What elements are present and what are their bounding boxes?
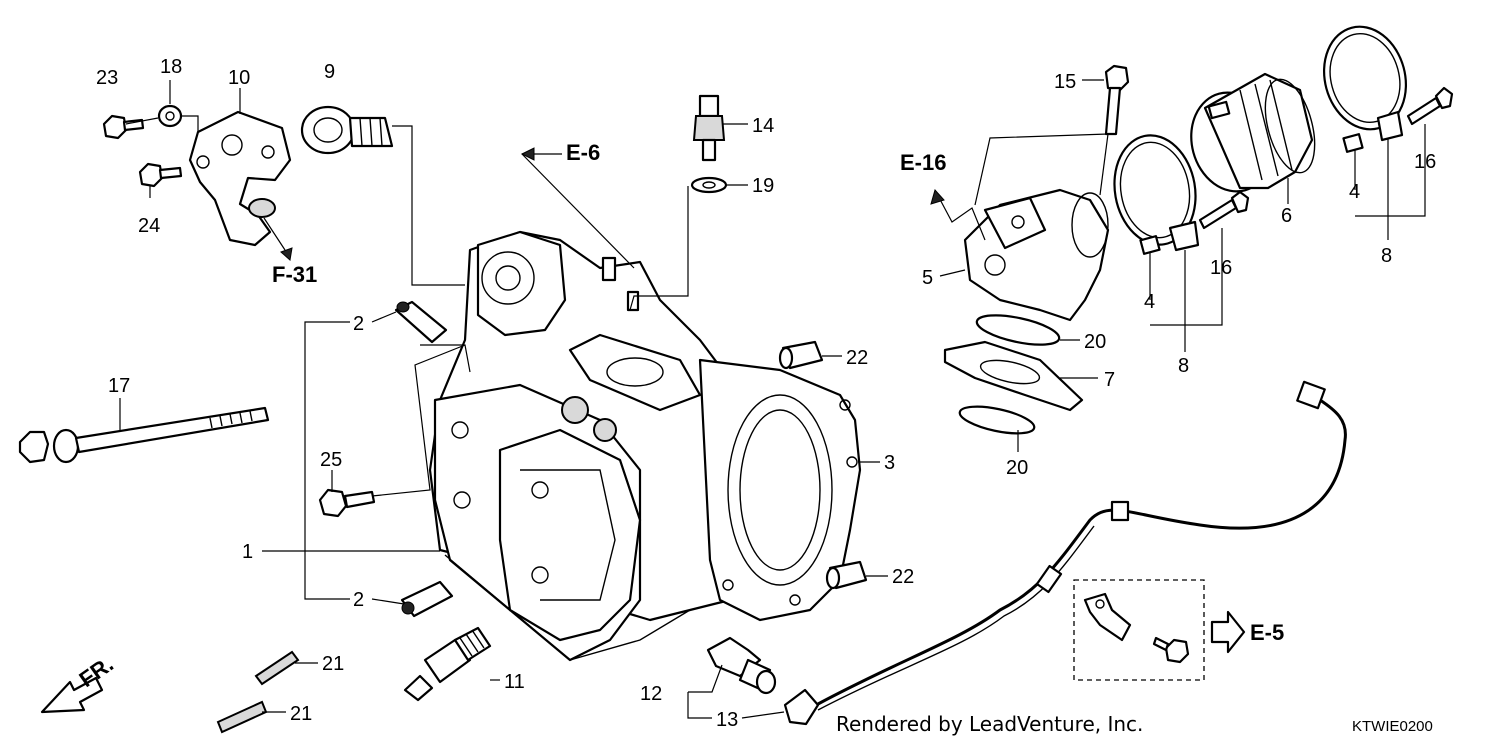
callout-19: 19 <box>752 175 774 197</box>
callout-18: 18 <box>160 56 182 78</box>
callout-20-upper: 20 <box>1084 331 1106 353</box>
callout-7: 7 <box>1104 369 1115 391</box>
callout-4-right: 4 <box>1349 181 1360 203</box>
ref-e16[interactable]: E-16 <box>900 150 946 175</box>
ref-e5[interactable]: E-5 <box>1250 620 1284 645</box>
callout-25: 25 <box>320 449 342 471</box>
stud-upper[interactable] <box>254 650 300 686</box>
nut-left[interactable] <box>1139 235 1161 255</box>
screw-right[interactable] <box>1406 86 1454 126</box>
callout-2-lower: 2 <box>353 589 364 611</box>
callout-8-right: 8 <box>1381 245 1392 267</box>
callout-15: 15 <box>1054 71 1076 93</box>
callout-4-left: 4 <box>1144 291 1155 313</box>
callout-10: 10 <box>228 67 250 89</box>
spark-plug[interactable] <box>403 626 492 702</box>
long-bolt[interactable] <box>18 406 270 464</box>
render-credit: Rendered by LeadVenture, Inc. <box>836 712 1143 736</box>
dowel-pin-upper[interactable] <box>778 340 824 370</box>
thermostat-housing[interactable] <box>188 110 292 247</box>
callout-3: 3 <box>884 452 895 474</box>
dowel-lower[interactable] <box>400 580 454 618</box>
hose-band-right[interactable] <box>1313 17 1417 142</box>
callout-14: 14 <box>752 115 774 137</box>
dowel-upper[interactable] <box>394 300 448 344</box>
callout-16-right: 16 <box>1414 151 1436 173</box>
e5-arrow-icon <box>1210 610 1246 654</box>
thermostat[interactable] <box>300 105 394 155</box>
bolt-24[interactable] <box>138 162 183 188</box>
nut-right[interactable] <box>1342 133 1364 153</box>
intake-joint[interactable] <box>1180 72 1323 201</box>
callout-12: 12 <box>640 683 662 705</box>
leader-lines <box>119 79 1426 719</box>
e16-arrow-icon <box>930 188 945 205</box>
callout-11: 11 <box>504 671 525 693</box>
callout-6: 6 <box>1281 205 1292 227</box>
bolt-15[interactable] <box>1104 64 1130 136</box>
callout-20-lower: 20 <box>1006 457 1028 479</box>
clamp-detail-box[interactable] <box>1073 579 1205 681</box>
e6-arrow-icon <box>520 147 535 161</box>
callout-21-upper: 21 <box>322 653 344 675</box>
callout-1: 1 <box>242 541 253 563</box>
o-ring-upper[interactable] <box>974 310 1061 351</box>
intake-gasket[interactable] <box>943 340 1084 412</box>
dowel-pin-lower[interactable] <box>825 560 868 590</box>
callout-5: 5 <box>922 267 933 289</box>
sensor-wire-harness[interactable] <box>817 380 1347 711</box>
stud-lower[interactable] <box>216 700 268 734</box>
ref-e6[interactable]: E-6 <box>566 140 600 165</box>
callout-22-lower: 22 <box>892 566 914 588</box>
sensor-12[interactable] <box>706 636 777 695</box>
intake-insulator[interactable] <box>963 188 1110 322</box>
hose-band-left[interactable] <box>1106 129 1204 252</box>
sensor-13[interactable] <box>783 688 820 726</box>
sensor-washer[interactable] <box>690 176 728 194</box>
callout-13: 13 <box>716 709 738 731</box>
cylinder-head[interactable] <box>428 230 762 662</box>
head-gasket[interactable] <box>698 358 862 622</box>
front-arrow-icon <box>40 676 104 714</box>
bolt-25[interactable] <box>318 488 376 518</box>
callout-8-left: 8 <box>1178 355 1189 377</box>
bolt-23[interactable] <box>102 114 145 140</box>
washer-18[interactable] <box>157 104 183 128</box>
callout-9: 9 <box>324 61 335 83</box>
ref-f31[interactable]: F-31 <box>272 262 317 287</box>
diagram-code: KTWIE0200 <box>1352 718 1433 735</box>
callout-2-upper: 2 <box>353 313 364 335</box>
callout-16-left: 16 <box>1210 257 1232 279</box>
screw-left[interactable] <box>1198 190 1250 230</box>
callout-21-lower: 21 <box>290 703 312 725</box>
o-ring-lower[interactable] <box>958 401 1037 438</box>
temperature-sensor[interactable] <box>692 94 726 162</box>
callout-23: 23 <box>96 67 118 89</box>
callout-17: 17 <box>108 375 130 397</box>
callout-24: 24 <box>138 215 160 237</box>
callout-22-upper: 22 <box>846 347 868 369</box>
